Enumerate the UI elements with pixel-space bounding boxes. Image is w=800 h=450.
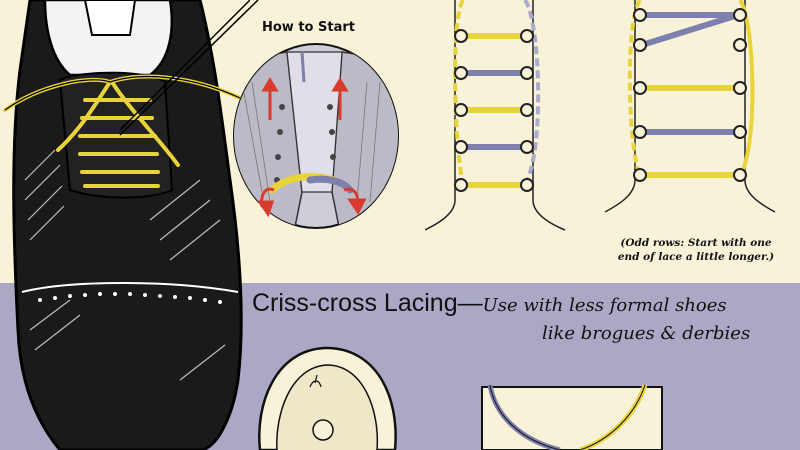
criss-cross-desc-line2: like brogues & derbies (542, 323, 751, 344)
how-to-start-inset (233, 43, 399, 229)
odd-rows-note-line2: end of lace a little longer.) (617, 251, 775, 263)
criss-cross-heading: Criss-cross Lacing—Use with less formal … (252, 289, 797, 344)
criss-cross-dash: — (457, 289, 483, 317)
straight-bar-lacing-diagram (425, 0, 566, 231)
shoe-top-view-illustration (258, 346, 397, 450)
criss-cross-title: Criss-cross Lacing (252, 289, 458, 317)
criss-cross-desc-line1: Use with less formal shoes (482, 295, 727, 316)
pointer-line (119, 0, 259, 136)
criss-cross-lacing-diagram (481, 385, 663, 450)
odd-rows-note: (Odd rows: Start with one end of lace a … (596, 236, 796, 264)
oxford-shoe-illustration (3, 0, 250, 450)
odd-rows-note-line1: (Odd rows: Start with one (620, 237, 772, 249)
odd-rows-lacing-diagram (604, 0, 776, 213)
how-to-start-title: How to Start (262, 20, 355, 35)
